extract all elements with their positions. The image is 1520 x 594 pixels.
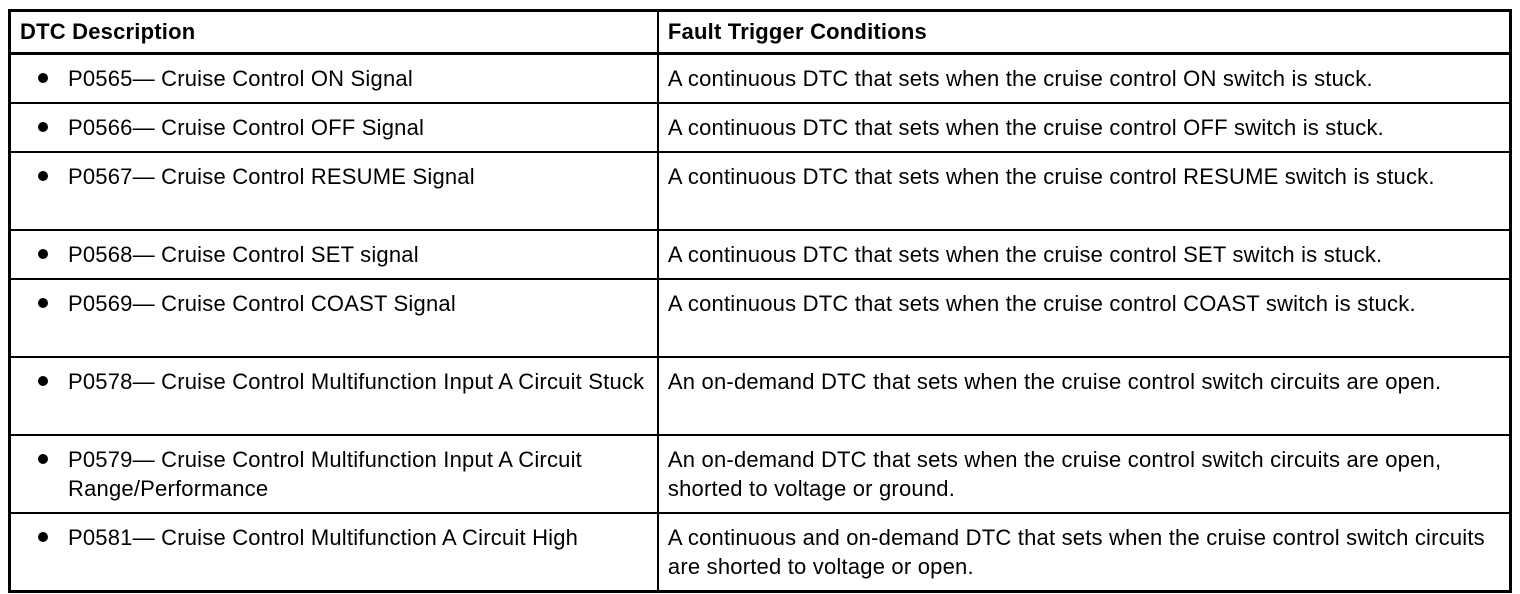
bullet-icon: ●: [38, 171, 48, 181]
dtc-cell: ● P0578— Cruise Control Multifunction In…: [8, 356, 659, 436]
table-header-row: DTC Description Fault Trigger Conditions: [8, 9, 1512, 55]
dtc-cell: ● P0565— Cruise Control ON Signal: [8, 52, 659, 104]
bullet-icon: ●: [38, 73, 48, 83]
dtc-cell: ● P0566— Cruise Control OFF Signal: [8, 102, 659, 153]
condition-text: A continuous DTC that sets when the crui…: [667, 164, 1435, 189]
bullet-icon: ●: [38, 122, 48, 132]
dtc-cell: ● P0581— Cruise Control Multifunction A …: [8, 512, 659, 593]
condition-cell: An on-demand DTC that sets when the crui…: [656, 356, 1512, 436]
condition-text: An on-demand DTC that sets when the crui…: [667, 447, 1442, 501]
condition-text: A continuous DTC that sets when the crui…: [667, 242, 1383, 267]
table-row: ● P0565— Cruise Control ON Signal A cont…: [8, 52, 1512, 104]
condition-cell: A continuous DTC that sets when the crui…: [656, 229, 1512, 280]
bullet-icon: ●: [38, 298, 48, 308]
condition-text: A continuous DTC that sets when the crui…: [667, 66, 1373, 91]
bullet-icon: ●: [38, 249, 48, 259]
table-row: ● P0566— Cruise Control OFF Signal A con…: [8, 102, 1512, 153]
dtc-fault-table: DTC Description Fault Trigger Conditions…: [8, 9, 1512, 593]
dtc-text: P0567— Cruise Control RESUME Signal: [68, 164, 475, 189]
condition-cell: A continuous DTC that sets when the crui…: [656, 102, 1512, 153]
table-row: ● P0579— Cruise Control Multifunction In…: [8, 434, 1512, 514]
dtc-text: P0568— Cruise Control SET signal: [68, 242, 419, 267]
document-page: DTC Description Fault Trigger Conditions…: [8, 9, 1512, 593]
dtc-cell: ● P0579— Cruise Control Multifunction In…: [8, 434, 659, 514]
table-row: ● P0581— Cruise Control Multifunction A …: [8, 512, 1512, 593]
header-fault-trigger-conditions: Fault Trigger Conditions: [656, 9, 1512, 55]
condition-cell: A continuous DTC that sets when the crui…: [656, 278, 1512, 358]
bullet-icon: ●: [38, 454, 48, 464]
table-row: ● P0569— Cruise Control COAST Signal A c…: [8, 278, 1512, 358]
dtc-cell: ● P0569— Cruise Control COAST Signal: [8, 278, 659, 358]
dtc-text: P0566— Cruise Control OFF Signal: [68, 115, 425, 140]
header-dtc-description: DTC Description: [8, 9, 659, 55]
condition-text: An on-demand DTC that sets when the crui…: [667, 369, 1442, 394]
bullet-icon: ●: [38, 376, 48, 386]
dtc-text: P0579— Cruise Control Multifunction Inpu…: [68, 447, 582, 501]
condition-cell: A continuous DTC that sets when the crui…: [656, 52, 1512, 104]
dtc-text: P0569— Cruise Control COAST Signal: [68, 291, 456, 316]
condition-cell: A continuous DTC that sets when the crui…: [656, 151, 1512, 231]
condition-text: A continuous DTC that sets when the crui…: [667, 291, 1416, 316]
condition-text: A continuous and on-demand DTC that sets…: [667, 525, 1485, 579]
dtc-cell: ● P0568— Cruise Control SET signal: [8, 229, 659, 280]
dtc-cell: ● P0567— Cruise Control RESUME Signal: [8, 151, 659, 231]
condition-cell: An on-demand DTC that sets when the crui…: [656, 434, 1512, 514]
bullet-icon: ●: [38, 532, 48, 542]
table-row: ● P0578— Cruise Control Multifunction In…: [8, 356, 1512, 436]
table-row: ● P0567— Cruise Control RESUME Signal A …: [8, 151, 1512, 231]
condition-text: A continuous DTC that sets when the crui…: [667, 115, 1384, 140]
dtc-text: P0581— Cruise Control Multifunction A Ci…: [68, 525, 579, 550]
table-row: ● P0568— Cruise Control SET signal A con…: [8, 229, 1512, 280]
dtc-text: P0578— Cruise Control Multifunction Inpu…: [68, 369, 645, 394]
dtc-text: P0565— Cruise Control ON Signal: [68, 66, 413, 91]
condition-cell: A continuous and on-demand DTC that sets…: [656, 512, 1512, 593]
